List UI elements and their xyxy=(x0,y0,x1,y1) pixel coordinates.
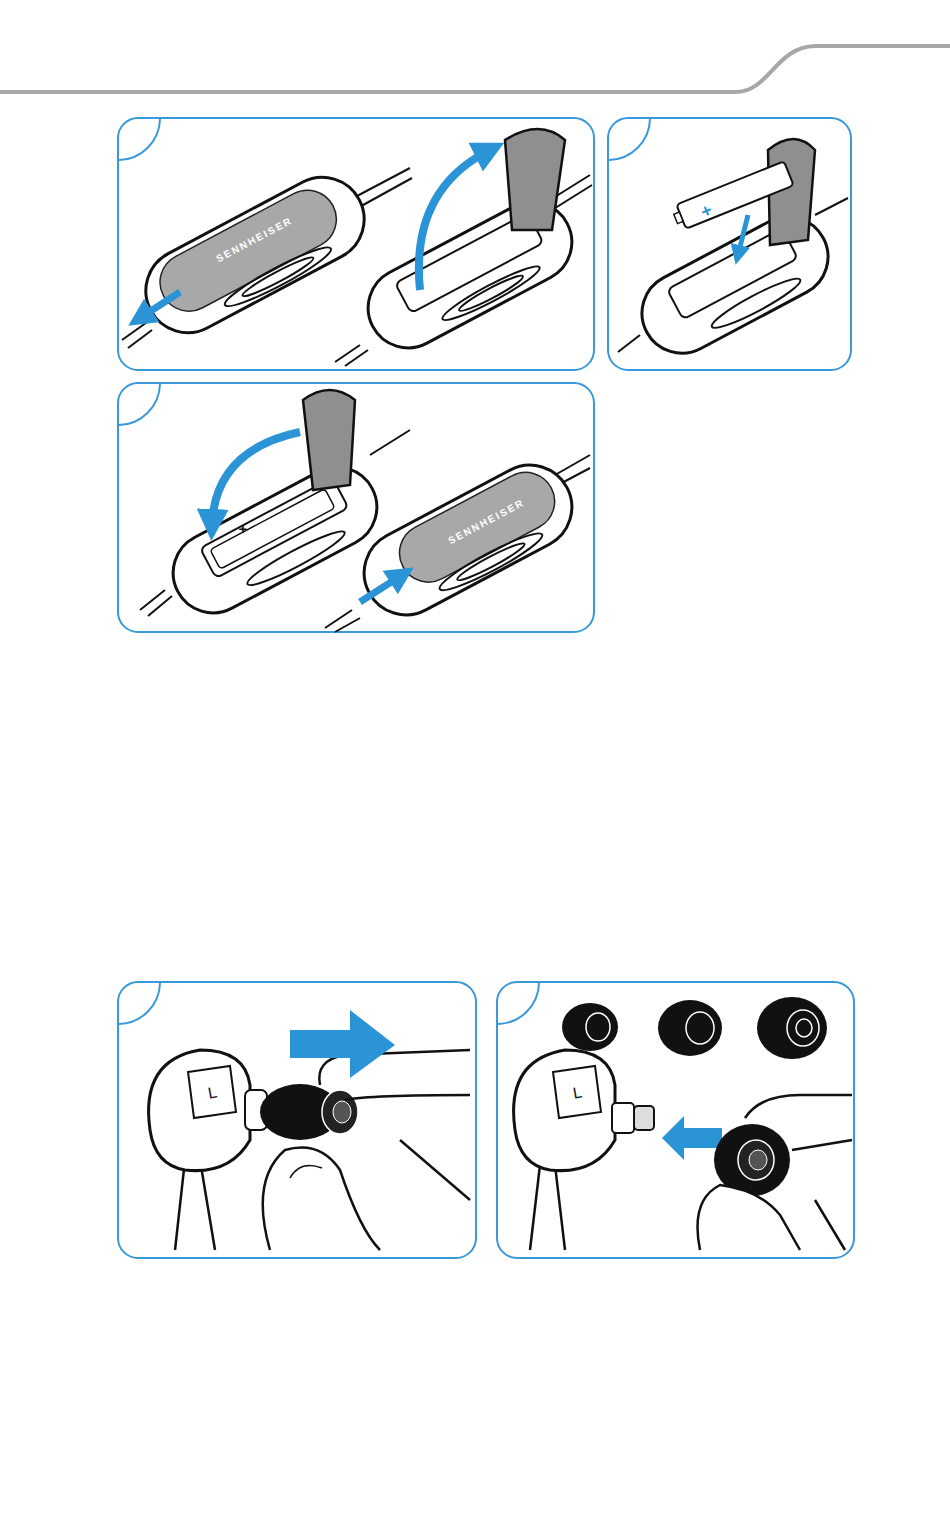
panel-tab xyxy=(119,983,160,1024)
marking: + xyxy=(239,521,248,536)
battery-pack-open xyxy=(335,129,592,366)
earphone-fit-tip xyxy=(514,997,852,1250)
step-panel xyxy=(497,982,854,1258)
panel-tab xyxy=(119,384,160,425)
step-panel xyxy=(118,982,476,1258)
panel-tab xyxy=(119,119,160,160)
step-panel xyxy=(118,118,594,370)
step-panel xyxy=(118,383,594,632)
battery-pack-closed xyxy=(325,450,590,632)
panel-tab xyxy=(609,119,650,160)
panel-tab xyxy=(498,983,539,1024)
step-panel xyxy=(608,118,851,370)
header-rule xyxy=(0,46,950,92)
earphone-remove-tip xyxy=(149,1010,470,1250)
battery-insert xyxy=(618,139,848,367)
